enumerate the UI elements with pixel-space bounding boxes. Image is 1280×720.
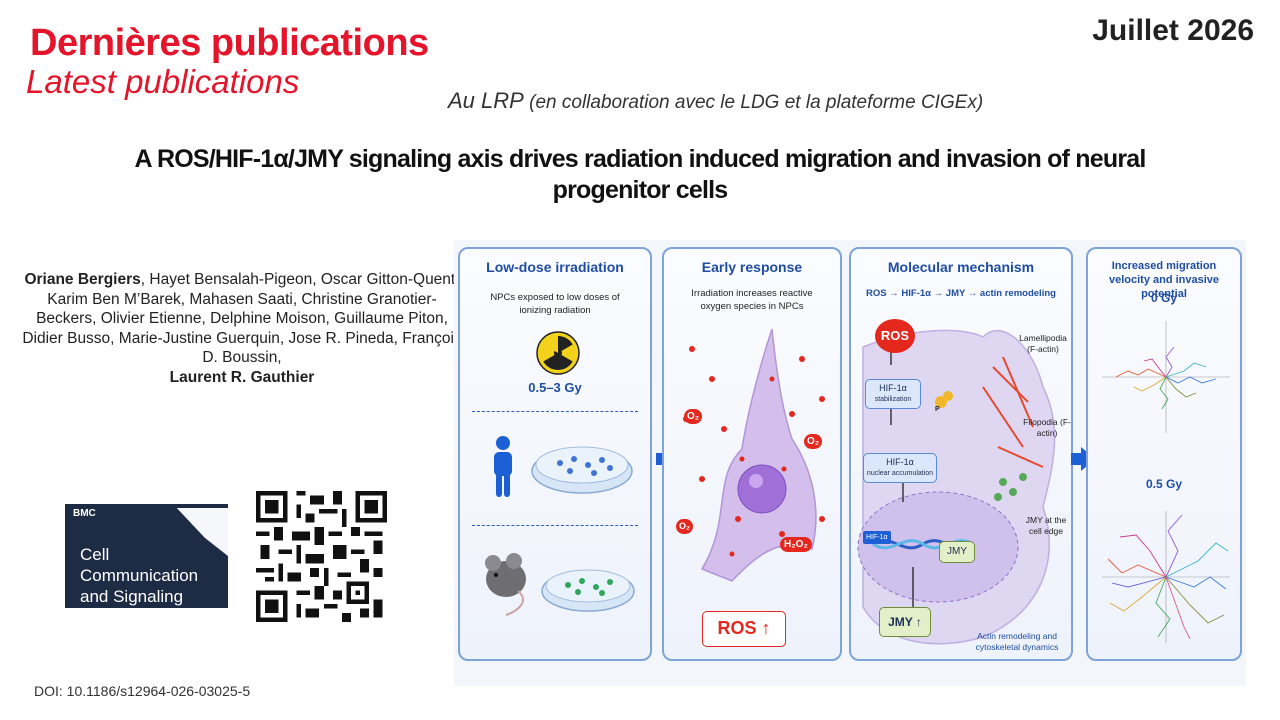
panel-early-response: Early response Irradiation increases rea…	[662, 247, 842, 661]
publisher-logo: BMC	[73, 508, 96, 519]
hif-dna-label: HIF-1α	[863, 531, 891, 544]
graphical-abstract: Low-dose irradiation NPCs exposed to low…	[454, 240, 1246, 686]
panel-molecular-mechanism: Molecular mechanism ROS → HIF-1α → JMY →…	[849, 247, 1073, 661]
journal-name: Cell Communication and Signaling	[80, 545, 199, 606]
o2-label: O₂	[676, 519, 693, 534]
dose-0gy-label: 0 Gy	[1150, 291, 1177, 305]
author-list: Oriane Bergiers, Hayet Bensalah-Pigeon, …	[22, 270, 462, 387]
h2o2-label: H₂O₂	[780, 537, 812, 552]
ros-increase-box: ROS ↑	[702, 611, 786, 647]
jmy-gene-box: JMY	[939, 541, 975, 563]
box-subtitle: nuclear accumulation	[866, 470, 934, 477]
panel-low-dose-irradiation: Low-dose irradiation NPCs exposed to low…	[458, 247, 652, 661]
box-title: HIF-1α	[886, 457, 914, 467]
o2-label: O₂	[804, 434, 823, 449]
radiation-hazard-icon	[536, 331, 580, 375]
title-english: Latest publications	[26, 63, 300, 100]
first-author: Oriane Bergiers	[24, 271, 141, 288]
human-icon	[494, 436, 512, 497]
panel-title: Molecular mechanism	[887, 259, 1035, 275]
hif-stabilization-box: HIF-1α stabilization	[865, 379, 921, 409]
dose-05gy-label: 0.5 Gy	[1145, 477, 1183, 491]
divider	[472, 411, 638, 412]
jmy-increase-box: JMY ↑	[879, 607, 931, 637]
panel-description: NPCs exposed to low doses of ionizing ra…	[490, 292, 620, 316]
petri-dish-green-icon	[541, 569, 635, 612]
issue-date: Juillet 2026	[1092, 14, 1254, 47]
title-french: Dernières publications	[30, 22, 429, 64]
pathway-summary: ROS → HIF-1α → JMY → actin remodeling	[866, 288, 1056, 299]
journal-cover[interactable]: BMC Cell Communication and Signaling	[65, 504, 228, 608]
last-author: Laurent R. Gauthier	[169, 368, 315, 386]
petri-dish-blue-icon	[531, 446, 633, 494]
neural-progenitor-cell-icon	[683, 328, 825, 582]
lab-name: Au LRP	[448, 88, 524, 113]
dose-range: 0.5–3 Gy	[528, 380, 582, 395]
phosphate-label: P	[935, 406, 940, 413]
lab-collaboration: (en collaboration avec le LDG et la plat…	[529, 92, 984, 113]
paper-title: A ROS/HIF-1α/JMY signaling axis drives r…	[134, 145, 1146, 204]
qr-code-icon[interactable]	[256, 491, 387, 622]
middle-authors: , Hayet Bensalah-Pigeon, Oscar Gitton-Qu…	[22, 271, 462, 366]
cover-fold-icon	[65, 504, 228, 556]
actin-remodeling-label: Actin remodeling and cytoskeletal dynami…	[975, 631, 1059, 652]
trajectory-plot-05gy	[1102, 511, 1230, 643]
panel-description: Irradiation increases reactive oxygen sp…	[691, 288, 813, 312]
panel-title: Increased migration velocity and invasiv…	[1108, 260, 1220, 300]
jmy-edge-label: JMY at the cell edge	[1025, 515, 1067, 536]
ros-burst: ROS	[875, 319, 915, 353]
box-subtitle: stabilization	[874, 396, 912, 403]
divider	[472, 525, 638, 526]
doi-link[interactable]: DOI: 10.1186/s12964-026-03025-5	[34, 683, 251, 699]
lamellipodia-label: Lamellipodia (F-actin)	[1019, 333, 1067, 354]
filopodia-label: Filopodia (F-actin)	[1023, 417, 1071, 438]
box-title: HIF-1α	[879, 383, 907, 393]
mouse-icon	[485, 553, 526, 616]
panel-title: Low-dose irradiation	[486, 259, 624, 275]
o2-label: O₂	[684, 409, 703, 424]
trajectory-plot-0gy	[1102, 321, 1230, 433]
lab-line: Au LRP (en collaboration avec le LDG et …	[448, 88, 983, 114]
panel-migration: Increased migration velocity and invasiv…	[1086, 247, 1242, 661]
panel-title: Early response	[701, 259, 803, 275]
hif-nuclear-box: HIF-1α nuclear accumulation	[863, 453, 937, 483]
